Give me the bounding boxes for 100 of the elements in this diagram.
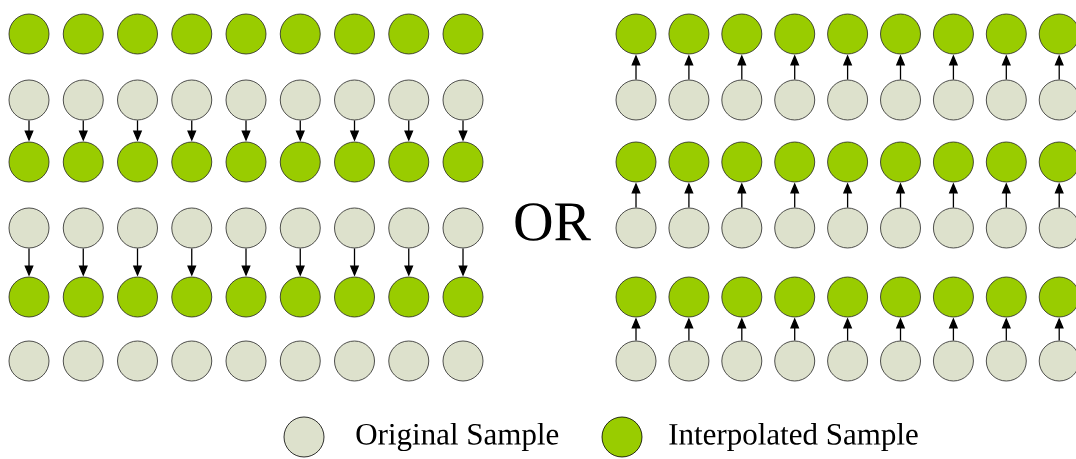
sample-circle bbox=[225, 141, 267, 183]
sample-circle bbox=[62, 79, 104, 121]
sample-circle bbox=[721, 79, 763, 121]
sample-circle bbox=[388, 340, 430, 382]
sample-circle bbox=[1038, 340, 1076, 382]
sample-circle bbox=[985, 13, 1027, 55]
sample-circle bbox=[827, 79, 868, 121]
sample-circle bbox=[615, 13, 657, 55]
sample-circle bbox=[8, 276, 50, 318]
sample-circle bbox=[225, 276, 267, 318]
sample-circle bbox=[117, 141, 158, 183]
sample-circle bbox=[279, 340, 321, 382]
sample-circle bbox=[827, 13, 868, 55]
sample-circle bbox=[442, 79, 484, 121]
sample-circle bbox=[225, 13, 267, 55]
sample-circle bbox=[985, 207, 1027, 249]
sample-circle bbox=[985, 141, 1027, 183]
sample-circle bbox=[880, 276, 921, 318]
sample-circle bbox=[880, 207, 921, 249]
sample-circle bbox=[388, 13, 430, 55]
sample-circle bbox=[442, 207, 484, 249]
sample-circle bbox=[334, 207, 375, 249]
sample-circle bbox=[117, 13, 158, 55]
sample-circle bbox=[1038, 13, 1076, 55]
sample-circle bbox=[388, 79, 430, 121]
legend-label: Interpolated Sample bbox=[669, 422, 918, 452]
sample-circle bbox=[668, 79, 710, 121]
sample-circle bbox=[62, 276, 104, 318]
sample-circle bbox=[225, 79, 267, 121]
sample-circle bbox=[721, 141, 763, 183]
sample-circle bbox=[62, 13, 104, 55]
sample-circle bbox=[668, 276, 710, 318]
sample-circle bbox=[721, 340, 763, 382]
sample-circle bbox=[615, 79, 657, 121]
sample-circle bbox=[985, 276, 1027, 318]
sample-circle bbox=[668, 340, 710, 382]
sample-circle bbox=[774, 79, 816, 121]
sample-circle bbox=[933, 207, 974, 249]
sample-circle bbox=[774, 141, 816, 183]
sample-circle bbox=[388, 207, 430, 249]
sample-circle bbox=[827, 276, 868, 318]
sample-circle bbox=[62, 141, 104, 183]
sample-circle bbox=[171, 340, 213, 382]
sample-circle bbox=[668, 13, 710, 55]
sample-circle bbox=[279, 141, 321, 183]
sample-circle bbox=[279, 276, 321, 318]
sample-circle bbox=[117, 340, 158, 382]
sample-circle bbox=[721, 207, 763, 249]
sample-circle bbox=[880, 13, 921, 55]
sample-circle bbox=[827, 141, 868, 183]
sample-circle bbox=[933, 141, 974, 183]
sample-circle bbox=[442, 13, 484, 55]
sample-circle bbox=[774, 340, 816, 382]
sample-circle bbox=[933, 13, 974, 55]
sample-circle bbox=[171, 79, 213, 121]
sample-circle bbox=[615, 141, 657, 183]
sample-circle bbox=[171, 141, 213, 183]
sample-circle bbox=[442, 141, 484, 183]
sample-circle bbox=[279, 79, 321, 121]
sample-circle bbox=[8, 79, 50, 121]
sample-circle bbox=[880, 141, 921, 183]
sample-circle bbox=[117, 207, 158, 249]
sample-circle bbox=[388, 276, 430, 318]
sample-circle bbox=[774, 276, 816, 318]
sample-circle bbox=[933, 79, 974, 121]
sample-circle bbox=[985, 79, 1027, 121]
sample-circle bbox=[334, 13, 375, 55]
sample-circle bbox=[8, 207, 50, 249]
sample-circle bbox=[774, 13, 816, 55]
sample-circle bbox=[880, 79, 921, 121]
sample-circle bbox=[442, 276, 484, 318]
sample-circle bbox=[933, 340, 974, 382]
sample-circle bbox=[615, 207, 657, 249]
sample-circle bbox=[8, 141, 50, 183]
sample-circle bbox=[721, 13, 763, 55]
sample-circle bbox=[1038, 141, 1076, 183]
sample-circle bbox=[615, 276, 657, 318]
sample-circle bbox=[827, 207, 868, 249]
sample-circle bbox=[225, 340, 267, 382]
sample-circle bbox=[1038, 207, 1076, 249]
sample-circle bbox=[334, 276, 375, 318]
sample-circle bbox=[334, 79, 375, 121]
sample-circle bbox=[62, 207, 104, 249]
sample-circle bbox=[774, 207, 816, 249]
sample-circle bbox=[279, 207, 321, 249]
sample-circle bbox=[721, 276, 763, 318]
sample-circle bbox=[668, 141, 710, 183]
sample-circle bbox=[442, 340, 484, 382]
sample-circle bbox=[117, 276, 158, 318]
sample-circle bbox=[8, 340, 50, 382]
sample-circle bbox=[8, 13, 50, 55]
sample-circle bbox=[615, 340, 657, 382]
sample-circle bbox=[827, 340, 868, 382]
sample-circle bbox=[279, 13, 321, 55]
sample-circle bbox=[171, 276, 213, 318]
sample-circle bbox=[334, 141, 375, 183]
sample-circle bbox=[1038, 276, 1076, 318]
or-label: OR bbox=[515, 203, 591, 241]
sample-circle bbox=[171, 13, 213, 55]
sample-circle bbox=[62, 340, 104, 382]
